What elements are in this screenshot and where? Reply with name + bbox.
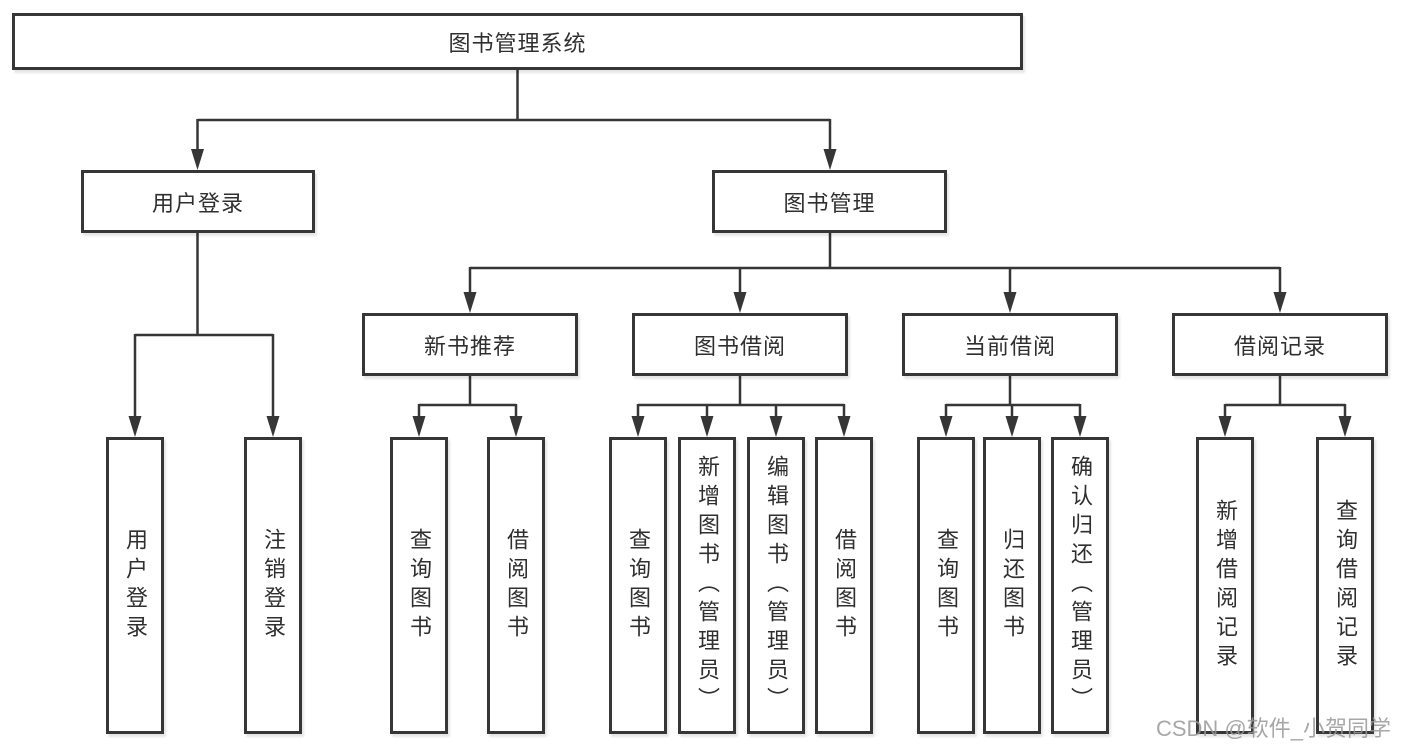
leaf-add-books-admin: 新增图书（管理员） — [678, 437, 736, 734]
node-label: 借阅图书 — [504, 527, 529, 644]
leaf-logout: 注销登录 — [244, 437, 302, 734]
node-label: 当前借阅 — [963, 333, 1056, 359]
leaf-borrow-books-recommendation: 借阅图书 — [487, 437, 545, 734]
node-label: 用户登录 — [123, 527, 148, 644]
node-label: 查询图书 — [626, 527, 651, 644]
node-label: 新增借阅记录 — [1213, 498, 1238, 673]
node-label: 新增图书（管理员） — [695, 455, 720, 716]
node-label: 借阅图书 — [832, 527, 857, 644]
node-label: 归还图书 — [1000, 527, 1025, 644]
node-label: 编辑图书（管理员） — [764, 455, 789, 716]
node-label: 图书管理 — [783, 190, 876, 216]
leaf-confirm-return-admin: 确认归还（管理员） — [1051, 437, 1109, 734]
leaf-query-books-current: 查询图书 — [917, 437, 975, 734]
node-label: 新书推荐 — [423, 333, 516, 359]
node-current-borrowing: 当前借阅 — [902, 313, 1118, 376]
leaf-query-books-recommendation: 查询图书 — [390, 437, 448, 734]
node-book-management: 图书管理 — [712, 170, 947, 233]
leaf-query-books-borrowing: 查询图书 — [609, 437, 667, 734]
node-label: 图书借阅 — [693, 333, 786, 359]
node-book-borrowing: 图书借阅 — [632, 313, 848, 376]
node-borrowing-records: 借阅记录 — [1172, 313, 1388, 376]
node-label: 借阅记录 — [1233, 333, 1326, 359]
node-label: 查询图书 — [934, 527, 959, 644]
node-label: 图书管理系统 — [448, 30, 587, 56]
leaf-edit-books-admin: 编辑图书（管理员） — [747, 437, 805, 734]
node-label: 用户登录 — [151, 190, 244, 216]
leaf-add-borrow-record: 新增借阅记录 — [1196, 437, 1254, 734]
node-label: 查询图书 — [407, 527, 432, 644]
leaf-query-borrow-record: 查询借阅记录 — [1316, 437, 1374, 734]
leaf-return-books: 归还图书 — [983, 437, 1041, 734]
node-library-management-system: 图书管理系统 — [12, 13, 1023, 70]
node-label: 查询借阅记录 — [1333, 498, 1358, 673]
node-label: 确认归还（管理员） — [1068, 455, 1093, 716]
node-user-login: 用户登录 — [81, 170, 315, 233]
node-new-book-recommendation: 新书推荐 — [362, 313, 578, 376]
leaf-user-login: 用户登录 — [106, 437, 164, 734]
watermark: CSDN @软件_小贺同学 — [1155, 716, 1391, 741]
node-label: 注销登录 — [261, 527, 286, 644]
leaf-borrow-books: 借阅图书 — [815, 437, 873, 734]
